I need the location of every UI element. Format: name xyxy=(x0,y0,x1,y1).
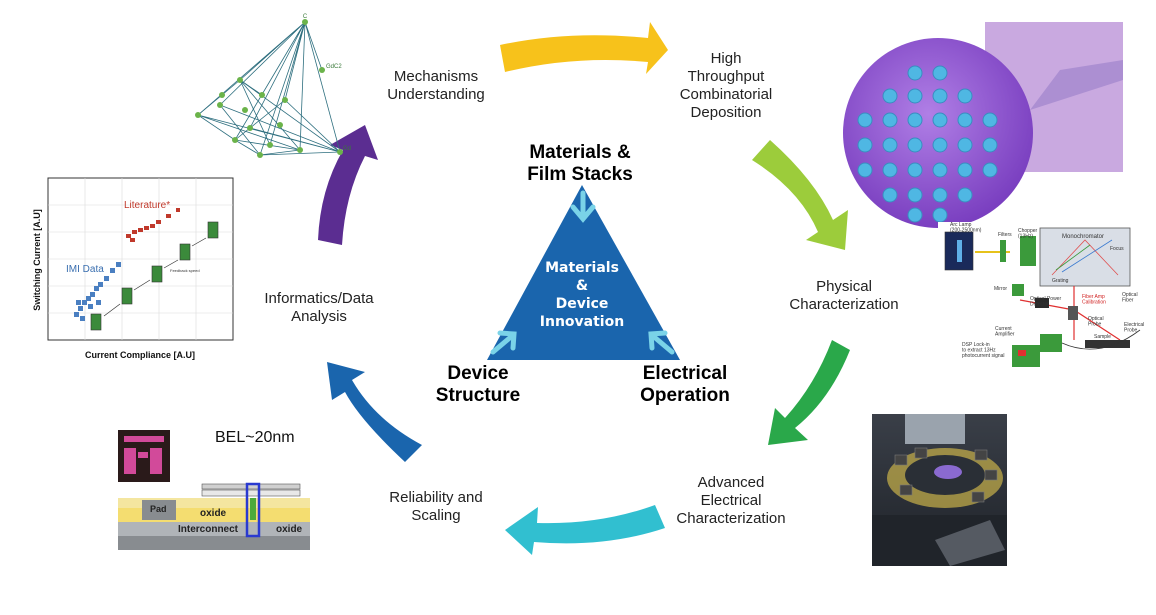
optics-sample: Sample xyxy=(1094,334,1111,340)
wafer-dot xyxy=(982,112,998,128)
device-title: BEL~20nm xyxy=(215,429,295,446)
device-micrograph xyxy=(124,436,164,474)
arrow-purple-informatics-to-mechanisms xyxy=(318,125,378,245)
device-cross-section: BEL~20nm Pad oxide Interconnect oxide xyxy=(118,429,310,550)
wafer-dot xyxy=(932,207,948,223)
graph-node-label-gd: Gd xyxy=(343,146,351,152)
graph-node-label-c: C xyxy=(303,14,308,20)
wafer-dot xyxy=(932,112,948,128)
optics-monochromator: Monochromator xyxy=(1062,234,1104,240)
graph-node-label-gdc2: GdC2 xyxy=(326,64,342,70)
literature-label: Literature* xyxy=(124,200,170,211)
optics-schematic: Arc Lamp(200-2500nm) Filters Chopper(13H… xyxy=(938,222,1148,372)
optics-filters: Filters xyxy=(998,232,1012,238)
wafer-dot xyxy=(907,187,923,203)
label-advanced-electrical-characterization: Advanced Electrical Characterization xyxy=(676,474,786,527)
wafer-dot xyxy=(882,162,898,178)
probe-station-photo xyxy=(872,414,1007,566)
wafer-dot xyxy=(907,112,923,128)
wafer-dot xyxy=(857,162,873,178)
arrow-blue-reliability-to-informatics xyxy=(327,362,422,462)
wafer-dot xyxy=(932,162,948,178)
label-materials-film-stacks: Materials & Film Stacks xyxy=(527,142,633,185)
arrow-cyan-electrical-to-reliability xyxy=(505,505,665,555)
wafer-dot xyxy=(982,137,998,153)
wafer-dot xyxy=(957,112,973,128)
wafer-dot xyxy=(932,187,948,203)
wafer-dot xyxy=(932,137,948,153)
wafer-dot xyxy=(932,88,948,104)
triangle-arrow-left xyxy=(490,330,517,355)
triangle-arrow-top xyxy=(570,190,596,223)
optics-mirror: Mirror xyxy=(994,286,1007,292)
optics-focus: Focus xyxy=(1110,246,1124,252)
wafer-dot xyxy=(907,207,923,223)
wafer-dot xyxy=(932,65,948,81)
literature-points xyxy=(126,208,180,242)
wafer-dot xyxy=(982,162,998,178)
wafer-dot xyxy=(957,88,973,104)
wafer-dot xyxy=(882,187,898,203)
scatter-panel: Literature* IMI Data Feedback speed Curr… xyxy=(32,177,234,360)
wafer-dot xyxy=(857,112,873,128)
imi-data-label: IMI Data xyxy=(66,264,104,275)
wafer-dot xyxy=(857,137,873,153)
wafer-dot xyxy=(957,162,973,178)
device-oxide-right-label: oxide xyxy=(276,524,303,535)
label-informatics-data-analysis: Informatics/Data Analysis xyxy=(264,290,374,325)
device-pad-label: Pad xyxy=(150,504,167,514)
wafer-dots xyxy=(857,65,998,223)
label-mechanisms-understanding: Mechanisms Understanding xyxy=(387,68,485,103)
wafer-dot xyxy=(882,112,898,128)
device-interconnect-label: Interconnect xyxy=(178,524,239,535)
wafer-dot xyxy=(957,187,973,203)
wafer-photo xyxy=(843,22,1123,228)
wafer-dot xyxy=(907,162,923,178)
optics-chopper: Chopper(13Hz) xyxy=(1018,228,1038,240)
wafer-dot xyxy=(907,65,923,81)
imi-data-points xyxy=(74,262,121,321)
wafer-dot xyxy=(882,137,898,153)
arrow-green-physical-to-electrical xyxy=(768,340,850,445)
label-physical-characterization: Physical Characterization xyxy=(789,278,899,313)
arrow-lightgreen-deposition-to-physical xyxy=(752,140,848,250)
arrow-yellow-mechanisms-to-deposition xyxy=(500,22,668,74)
label-device-structure: Device Structure xyxy=(435,363,521,406)
optics-grating: Grating xyxy=(1052,278,1069,284)
device-icons xyxy=(90,221,219,331)
device-oxide-left-label: oxide xyxy=(200,508,227,519)
label-high-throughput-deposition: High Throughput Combinatorial Deposition xyxy=(679,50,773,121)
wafer-dot xyxy=(882,88,898,104)
optics-arc-lamp: Arc Lamp(200-2500nm) xyxy=(950,222,982,234)
network-graph xyxy=(197,21,341,156)
triangle-arrow-right xyxy=(648,330,675,355)
scatter-xlabel: Current Compliance [A.U] xyxy=(85,350,195,360)
center-triangle xyxy=(487,185,680,360)
triangle-innovation-text: Materials & Device Innovation xyxy=(539,260,625,330)
scatter-annotation: Feedback speed xyxy=(170,268,200,273)
network-graph-nodes xyxy=(195,19,343,158)
scatter-ylabel: Switching Current [A.U] xyxy=(32,209,42,311)
label-electrical-operation: Electrical Operation xyxy=(640,363,730,406)
wafer-dot xyxy=(907,137,923,153)
wafer-dot xyxy=(907,88,923,104)
label-reliability-and-scaling: Reliability and Scaling xyxy=(389,489,483,524)
wafer-dot xyxy=(957,137,973,153)
